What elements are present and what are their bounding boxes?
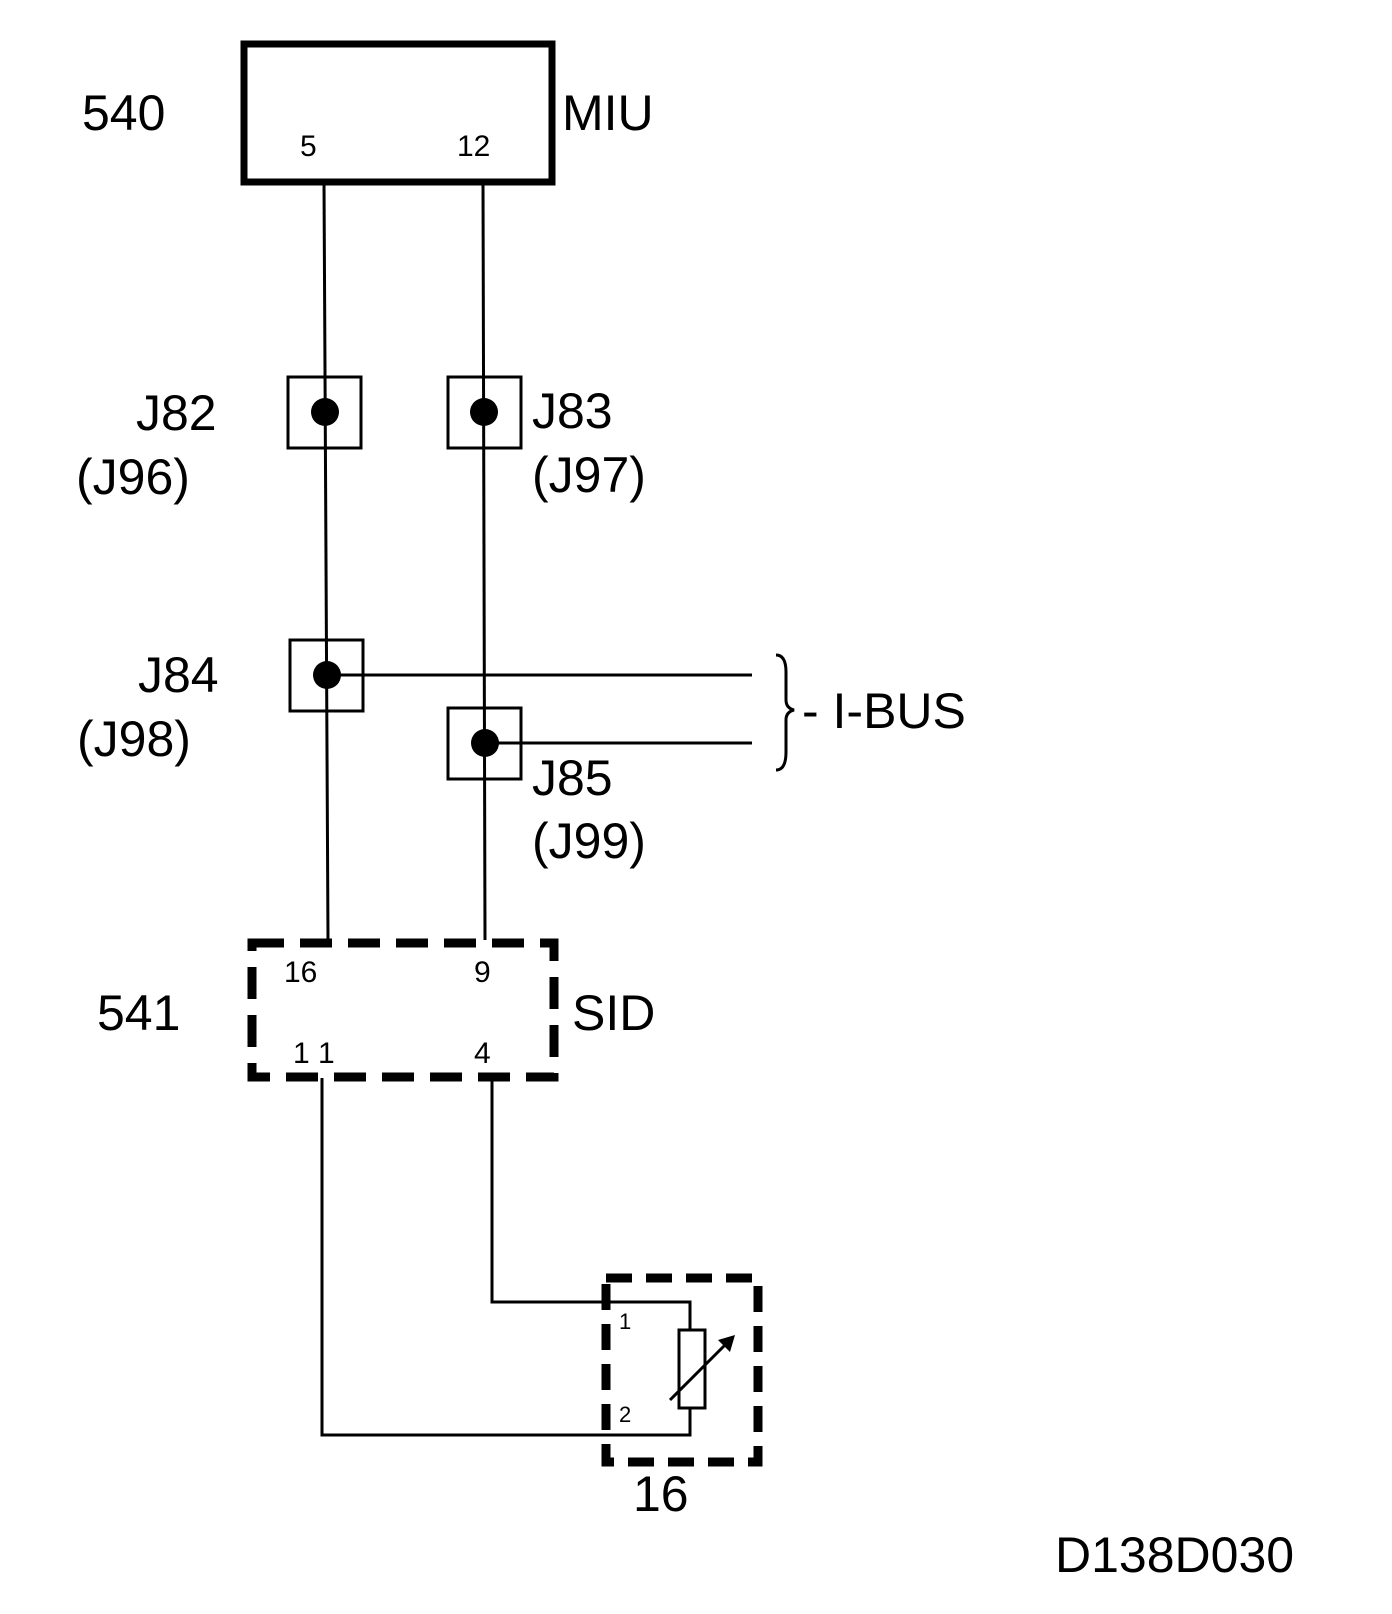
variable-arrow-line [668, 1338, 732, 1402]
miu-pin-12: 12 [457, 130, 490, 163]
ibus-group: - I-BUS [775, 653, 966, 772]
junction-j84-label: J84 [138, 647, 219, 703]
junction-j83-alt: (J97) [532, 447, 646, 503]
sid-pin-16: 16 [284, 956, 317, 989]
miu-module: 540 MIU 5 12 [82, 40, 654, 186]
junction-j85-dot [471, 729, 499, 757]
junction-j82-label: J82 [136, 385, 217, 441]
wire-right [481, 181, 487, 941]
junction-j84: J84 (J98) [77, 638, 365, 767]
sensor-number: 16 [633, 1466, 689, 1522]
sid-pin-9: 9 [474, 956, 491, 989]
junction-j84-box [288, 638, 365, 713]
junction-j82: J82 (J96) [76, 375, 363, 505]
junction-j85-label: J85 [532, 750, 613, 806]
sid-box [247, 938, 559, 1082]
junction-j83-box [446, 375, 523, 450]
wire-left [322, 181, 330, 941]
junction-j82-box [286, 375, 363, 450]
ibus-brace [775, 653, 795, 772]
sid-name: SID [572, 985, 655, 1041]
miu-name: MIU [562, 85, 654, 141]
variable-arrow-head [718, 1335, 735, 1352]
junction-j83-label: J83 [532, 383, 613, 439]
miu-box [240, 40, 556, 186]
ibus-label: - I-BUS [802, 683, 966, 739]
figure-id: D138D030 [1055, 1527, 1294, 1583]
junction-j84-dot [313, 661, 341, 689]
junction-j85-alt: (J99) [532, 813, 646, 869]
junction-j83-dot [470, 398, 498, 426]
junction-j82-dot [311, 398, 339, 426]
miu-pin-5: 5 [300, 130, 317, 163]
wires [320, 181, 752, 1437]
junction-j84-alt: (J98) [77, 711, 191, 767]
junction-j82-alt: (J96) [76, 449, 190, 505]
sensor-pin-2: 2 [619, 1402, 631, 1427]
junction-j85-box [446, 706, 523, 781]
sid-pin-4: 4 [474, 1037, 491, 1070]
sensor-pin-1: 1 [619, 1309, 631, 1334]
sid-pin-11: 1 1 [293, 1037, 335, 1070]
sensor-component: 1 2 16 [601, 1273, 763, 1522]
wire-sid-pin4-to-sensor-pin1 [490, 1078, 692, 1330]
sid-module: 541 SID 16 9 1 1 4 [97, 938, 655, 1082]
junction-j85: J85 (J99) [446, 706, 646, 869]
sid-number: 541 [97, 985, 180, 1041]
sensor-box [601, 1273, 763, 1467]
wire-sid-pin11-to-sensor-pin2 [320, 1078, 692, 1437]
junction-j83: J83 (J97) [446, 375, 646, 503]
miu-number: 540 [82, 85, 165, 141]
